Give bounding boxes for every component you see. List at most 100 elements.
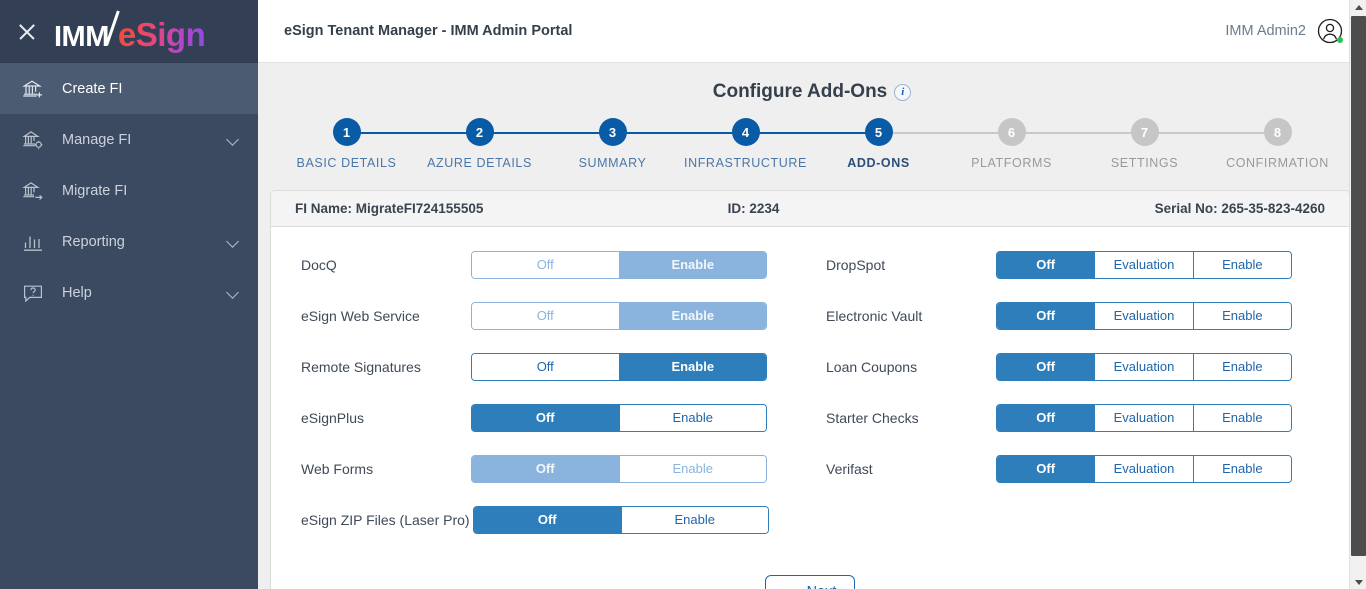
step-number[interactable]: 1 — [332, 118, 361, 146]
toggle-remote-signatures[interactable]: Off Enable — [471, 352, 767, 381]
sidebar-item-help[interactable]: Help — [0, 267, 258, 318]
toggle-option-enable[interactable]: Enable — [1193, 251, 1291, 278]
sidebar-item-migrate-fi[interactable]: Migrate FI — [0, 165, 258, 216]
sidebar-item-manage-fi[interactable]: Manage FI — [0, 114, 258, 165]
step-confirmation[interactable]: 8 CONFIRMATION — [1211, 118, 1344, 170]
toggle-option-enable[interactable]: Enable — [619, 251, 766, 278]
step-label: AZURE DETAILS — [427, 156, 532, 170]
toggle-docq[interactable]: Off Enable — [471, 250, 767, 279]
toggle-loan-coupons[interactable]: Off Evaluation Enable — [996, 352, 1292, 381]
step-number[interactable]: 4 — [731, 118, 760, 146]
toggle-option-enable[interactable]: Enable — [1193, 404, 1291, 431]
toggle-option-enable[interactable]: Enable — [621, 506, 768, 533]
toggle-electronic-vault[interactable]: Off Evaluation Enable — [996, 301, 1292, 330]
step-basic-details[interactable]: 1 BASIC DETAILS — [280, 118, 413, 170]
toggle-option-evaluation[interactable]: Evaluation — [1095, 455, 1194, 482]
scroll-up-arrow-icon[interactable] — [1350, 0, 1366, 14]
vertical-scrollbar[interactable] — [1349, 0, 1366, 589]
toggle-option-off[interactable]: Off — [997, 251, 1096, 278]
toggle-option-evaluation[interactable]: Evaluation — [1095, 302, 1194, 329]
info-icon[interactable]: i — [894, 83, 912, 101]
sidebar-item-label: Reporting — [62, 233, 125, 250]
chevron-down-icon[interactable] — [226, 235, 240, 249]
addon-label: eSign ZIP Files (Laser Pro) — [301, 511, 470, 528]
scroll-down-arrow-icon[interactable] — [1350, 575, 1366, 589]
toggle-option-off[interactable]: Off — [474, 506, 622, 533]
step-label: BASIC DETAILS — [296, 156, 397, 170]
sidebar-item-reporting[interactable]: Reporting — [0, 216, 258, 267]
step-number[interactable]: 5 — [864, 118, 893, 146]
chevron-down-icon[interactable] — [226, 133, 240, 147]
logo-slash-icon — [107, 10, 120, 46]
toggle-option-off[interactable]: Off — [997, 404, 1096, 431]
toggle-option-enable[interactable]: Enable — [1193, 455, 1291, 482]
step-line-right — [1144, 132, 1211, 134]
sidebar-item-create-fi[interactable]: Create FI — [0, 63, 258, 114]
toggle-option-off[interactable]: Off — [472, 404, 620, 431]
chevron-down-icon[interactable] — [226, 286, 240, 300]
step-platforms[interactable]: 6 PLATFORMS — [945, 118, 1078, 170]
sidebar-nav: Create FI Manage FI — [0, 63, 258, 318]
toggle-option-enable[interactable]: Enable — [619, 353, 766, 380]
toggle-option-off[interactable]: Off — [997, 302, 1096, 329]
step-infrastructure[interactable]: 4 INFRASTRUCTURE — [679, 118, 812, 170]
bank-arrow-icon — [20, 178, 46, 204]
toggle-option-off[interactable]: Off — [997, 455, 1096, 482]
bank-gear-icon — [20, 127, 46, 153]
addon-row-verifast: Verifast Off Evaluation Enable — [810, 443, 1335, 494]
toggle-option-off[interactable]: Off — [472, 455, 620, 482]
toggle-option-off[interactable]: Off — [472, 302, 620, 329]
step-settings[interactable]: 7 SETTINGS — [1078, 118, 1211, 170]
toggle-option-off[interactable]: Off — [472, 353, 620, 380]
toggle-esignplus[interactable]: Off Enable — [471, 403, 767, 432]
step-line-right — [479, 132, 546, 134]
bar-chart-icon — [20, 229, 46, 255]
toggle-option-evaluation[interactable]: Evaluation — [1095, 353, 1194, 380]
addons-grid: DocQ Off Enable eSign Web Service Off En… — [271, 227, 1349, 545]
step-add-ons[interactable]: 5 ADD-ONS — [812, 118, 945, 170]
step-line-left — [945, 132, 1012, 134]
toggle-option-off[interactable]: Off — [472, 251, 620, 278]
toggle-option-evaluation[interactable]: Evaluation — [1095, 251, 1194, 278]
step-summary[interactable]: 3 SUMMARY — [546, 118, 679, 170]
toggle-option-enable[interactable]: Enable — [1193, 302, 1291, 329]
step-number[interactable]: 2 — [465, 118, 494, 146]
step-label: PLATFORMS — [971, 156, 1052, 170]
step-azure-details[interactable]: 2 AZURE DETAILS — [413, 118, 546, 170]
step-number[interactable]: 7 — [1130, 118, 1159, 146]
addon-row-dropspot: DropSpot Off Evaluation Enable — [810, 239, 1335, 290]
step-number[interactable]: 6 — [997, 118, 1026, 146]
scrollbar-thumb[interactable] — [1351, 16, 1366, 556]
toggle-option-off[interactable]: Off — [997, 353, 1096, 380]
step-number[interactable]: 8 — [1263, 118, 1292, 146]
toggle-option-enable[interactable]: Enable — [619, 302, 766, 329]
toggle-verifast[interactable]: Off Evaluation Enable — [996, 454, 1292, 483]
toggle-esign-zip-files[interactable]: Off Enable — [473, 505, 769, 534]
toggle-dropspot[interactable]: Off Evaluation Enable — [996, 250, 1292, 279]
close-icon[interactable] — [16, 21, 38, 43]
sidebar-item-label: Help — [62, 284, 92, 301]
toggle-esign-web-service[interactable]: Off Enable — [471, 301, 767, 330]
step-label: CONFIRMATION — [1226, 156, 1329, 170]
addon-label: DocQ — [301, 256, 337, 273]
page-breadcrumb-title: eSign Tenant Manager - IMM Admin Portal — [284, 23, 573, 39]
toggle-option-evaluation[interactable]: Evaluation — [1095, 404, 1194, 431]
addon-label: eSign Web Service — [301, 307, 420, 324]
toggle-starter-checks[interactable]: Off Evaluation Enable — [996, 403, 1292, 432]
step-line-left — [679, 132, 746, 134]
toggle-option-enable[interactable]: Enable — [1193, 353, 1291, 380]
next-button[interactable]: → Next — [764, 575, 856, 589]
sidebar-item-label: Create FI — [62, 80, 123, 97]
user-avatar-icon[interactable] — [1316, 17, 1344, 45]
addon-label: Starter Checks — [826, 409, 919, 426]
sidebar: IMM eSign Create FI — [0, 0, 258, 589]
toggle-web-forms[interactable]: Off Enable — [471, 454, 767, 483]
help-bubble-icon — [20, 280, 46, 306]
addons-card: FI Name: MigrateFI724155505 ID: 2234 Ser… — [270, 190, 1350, 589]
toggle-option-enable[interactable]: Enable — [619, 404, 766, 431]
fi-name-label: FI Name: MigrateFI724155505 — [295, 201, 484, 216]
page-header: Configure Add-Ons i — [258, 63, 1366, 105]
step-number[interactable]: 3 — [598, 118, 627, 146]
toggle-option-enable[interactable]: Enable — [619, 455, 766, 482]
top-bar: eSign Tenant Manager - IMM Admin Portal … — [258, 0, 1366, 63]
